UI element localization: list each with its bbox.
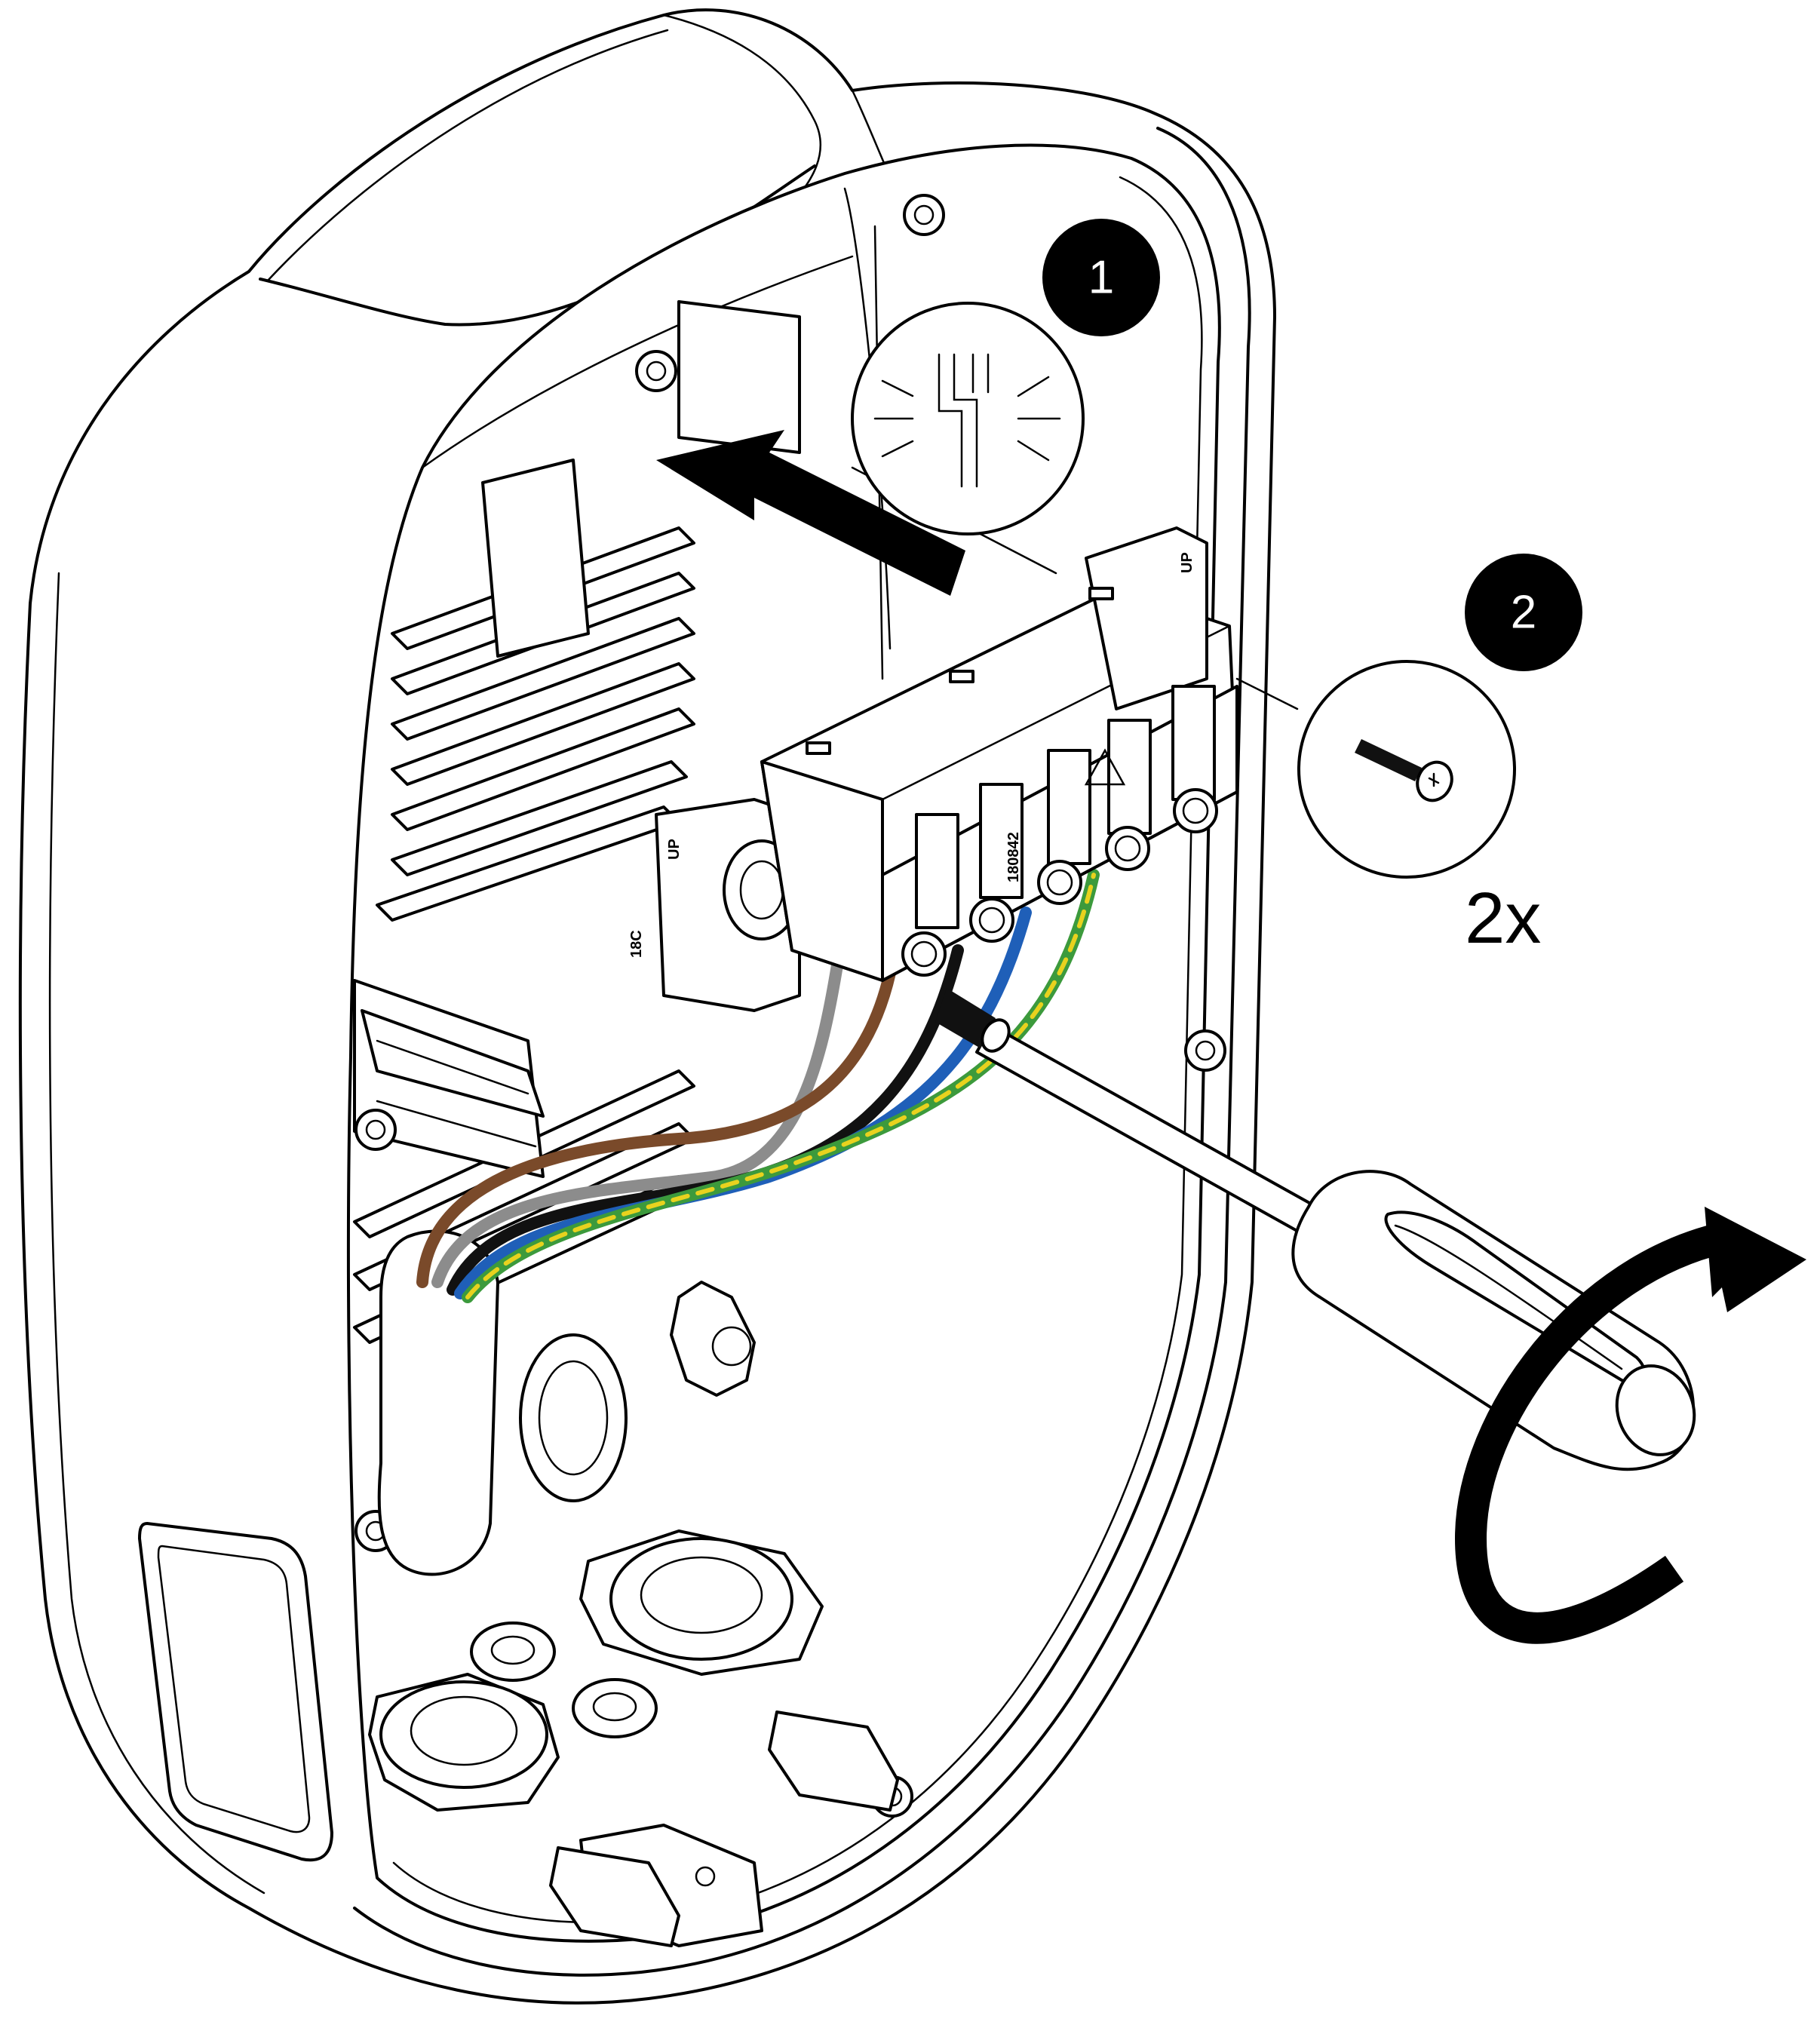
step-2-number: 2 bbox=[1511, 587, 1536, 639]
rotate-clockwise-arrow-icon bbox=[1454, 1207, 1806, 1644]
screw-callout bbox=[1235, 660, 1516, 879]
terminal-connector: UP 18C UP 180842 bbox=[628, 526, 1238, 1012]
wire-brown bbox=[416, 967, 896, 1288]
click-sound-icon bbox=[873, 353, 1061, 488]
recycling-mark bbox=[1084, 748, 1126, 786]
interior-backplate bbox=[353, 187, 1226, 1937]
screwdriver-icon bbox=[935, 988, 1696, 1471]
up-label-left: UP bbox=[666, 839, 683, 860]
din-rail bbox=[353, 979, 545, 1178]
wire-earth-stripe bbox=[465, 873, 1096, 1299]
click-callout bbox=[851, 302, 1085, 575]
terminal-screws bbox=[901, 788, 1218, 977]
step-1-badge: 1 bbox=[1042, 219, 1160, 336]
part-code: 180842 bbox=[1005, 832, 1022, 882]
wire-grey bbox=[431, 959, 843, 1288]
screw-quantity-label: 2x bbox=[1465, 878, 1541, 959]
up-label-right: UP bbox=[1179, 552, 1195, 573]
step-1-number: 1 bbox=[1088, 252, 1114, 304]
cable-entries bbox=[368, 1229, 899, 1947]
step-2-badge: 2 bbox=[1465, 554, 1582, 671]
partial-part-label: 18C bbox=[628, 930, 645, 958]
screw-icon bbox=[1355, 739, 1453, 802]
insert-direction-arrow-icon bbox=[656, 430, 965, 596]
